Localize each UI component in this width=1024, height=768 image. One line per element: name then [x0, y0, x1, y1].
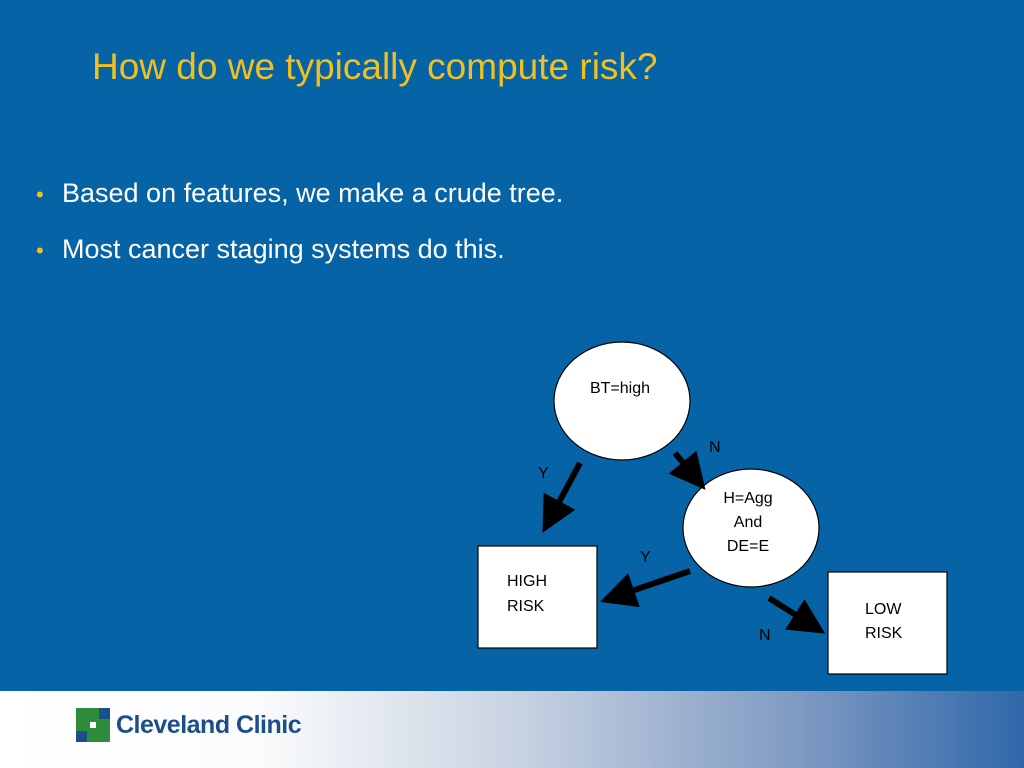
brand-name: Cleveland Clinic — [116, 710, 302, 739]
bullet-item: • Based on features, we make a crude tre… — [36, 178, 563, 234]
cleveland-clinic-cross-icon — [76, 708, 110, 742]
low-risk-label-line: RISK — [865, 625, 903, 642]
edge-label-root-no: N — [709, 439, 721, 456]
edge-label-root-yes: Y — [538, 465, 549, 482]
root-node-label: BT=high — [590, 380, 650, 397]
high-risk-box — [477, 545, 598, 649]
arrow-second-to-high — [599, 568, 691, 608]
bullet-text: Based on features, we make a crude tree. — [62, 178, 564, 208]
bullet-marker-icon: • — [36, 182, 44, 207]
bullet-marker-icon: • — [36, 238, 44, 263]
high-risk-label-line: HIGH — [507, 573, 547, 590]
second-node-label-line: DE=E — [727, 538, 769, 555]
bullet-list: • Based on features, we make a crude tre… — [36, 178, 563, 290]
low-risk-box — [827, 571, 948, 675]
high-risk-label-line: RISK — [507, 598, 545, 615]
footer-bar: Cleveland Clinic — [0, 691, 1024, 768]
arrow-root-to-second — [668, 450, 706, 490]
second-node — [682, 468, 820, 588]
low-risk-label-line: LOW — [865, 601, 902, 618]
root-node — [553, 341, 691, 461]
arrow-root-to-high — [542, 461, 583, 533]
edge-label-second-no: N — [759, 627, 771, 644]
cleveland-clinic-logo: Cleveland Clinic — [76, 708, 302, 742]
edge-label-second-yes: Y — [640, 549, 651, 566]
bullet-item: • Most cancer staging systems do this. — [36, 234, 563, 290]
risk-tree-diagram: BT=high H=Agg And DE=E HIGH RISK LOW RIS… — [477, 341, 948, 675]
second-node-label-line: And — [734, 514, 762, 531]
bullet-text: Most cancer staging systems do this. — [62, 234, 505, 264]
second-node-label-line: H=Agg — [723, 490, 772, 507]
arrow-second-to-low — [767, 595, 826, 634]
slide-title: How do we typically compute risk? — [92, 46, 658, 87]
